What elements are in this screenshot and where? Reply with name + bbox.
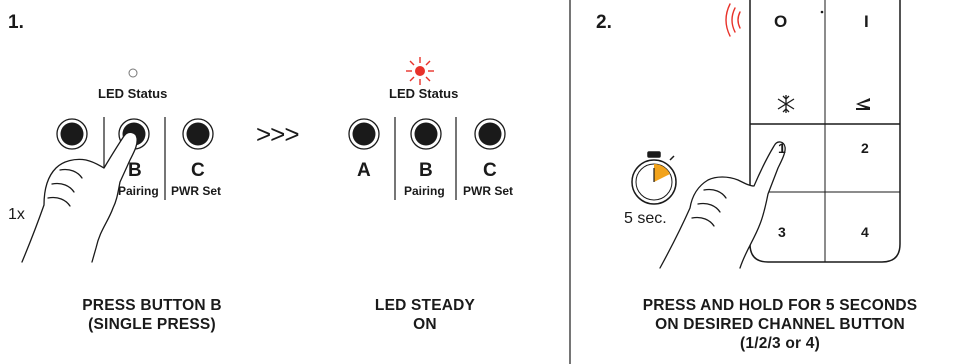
caption-line: ON DESIRED CHANNEL BUTTON	[655, 316, 905, 333]
caption-line: PRESS AND HOLD FOR 5 SECONDS	[642, 297, 918, 314]
caption-line: PRESS BUTTON B	[82, 297, 222, 314]
button-c-after[interactable]	[474, 118, 506, 150]
caption-led-steady: LED STEADY ON	[345, 296, 505, 334]
button-c-before[interactable]	[182, 118, 214, 150]
button-c-letter: C	[483, 160, 497, 181]
button-a-letter: A	[357, 160, 371, 181]
remote-control	[749, 0, 901, 263]
led-status-label: LED Status	[98, 86, 168, 101]
caption-press-and-hold: PRESS AND HOLD FOR 5 SECONDS ON DESIRED …	[610, 296, 950, 353]
caption-line: (SINGLE PRESS)	[88, 316, 216, 333]
button-c-letter: C	[191, 160, 205, 181]
channel-3-label[interactable]: 3	[778, 224, 786, 240]
led-on-icon	[406, 57, 434, 85]
caption-line: ON	[413, 316, 437, 333]
snowflake-icon	[777, 95, 795, 113]
ramp-icon	[856, 98, 870, 110]
pairing-label: Pairing	[118, 184, 159, 198]
channel-4-label[interactable]: 4	[861, 224, 869, 240]
button-b-after[interactable]	[410, 118, 442, 150]
timer-label: 5 sec.	[624, 210, 667, 227]
caption-line: LED STEADY	[374, 297, 476, 314]
step-1-number: 1.	[8, 12, 24, 33]
pwr-set-label: PWR Set	[463, 184, 514, 198]
button-b-letter: B	[419, 160, 433, 181]
step-2-number: 2.	[596, 12, 612, 33]
pwr-set-label: PWR Set	[171, 184, 222, 198]
signal-waves-icon	[725, 3, 741, 37]
pointing-hand-icon	[21, 131, 138, 263]
led-off-icon	[128, 68, 138, 78]
pairing-label: Pairing	[404, 184, 445, 198]
pointing-hand-icon	[659, 141, 786, 269]
button-b-letter: B	[128, 160, 142, 181]
channel-1-label[interactable]: 1	[778, 140, 786, 156]
led-status-label: LED Status	[389, 86, 459, 101]
button-a-before[interactable]	[56, 118, 88, 150]
stopwatch-icon	[631, 151, 677, 205]
next-arrow: >>>	[256, 119, 299, 149]
button-a-after[interactable]	[348, 118, 380, 150]
indicator-dot	[820, 10, 824, 14]
channel-2-label[interactable]: 2	[861, 140, 869, 156]
caption-line: (1/2/3 or 4)	[740, 335, 820, 352]
caption-press-button-b: PRESS BUTTON B (SINGLE PRESS)	[62, 296, 242, 334]
press-count: 1x	[8, 206, 25, 223]
remote-off-label[interactable]: O	[774, 12, 788, 31]
remote-on-label[interactable]: I	[864, 12, 869, 31]
